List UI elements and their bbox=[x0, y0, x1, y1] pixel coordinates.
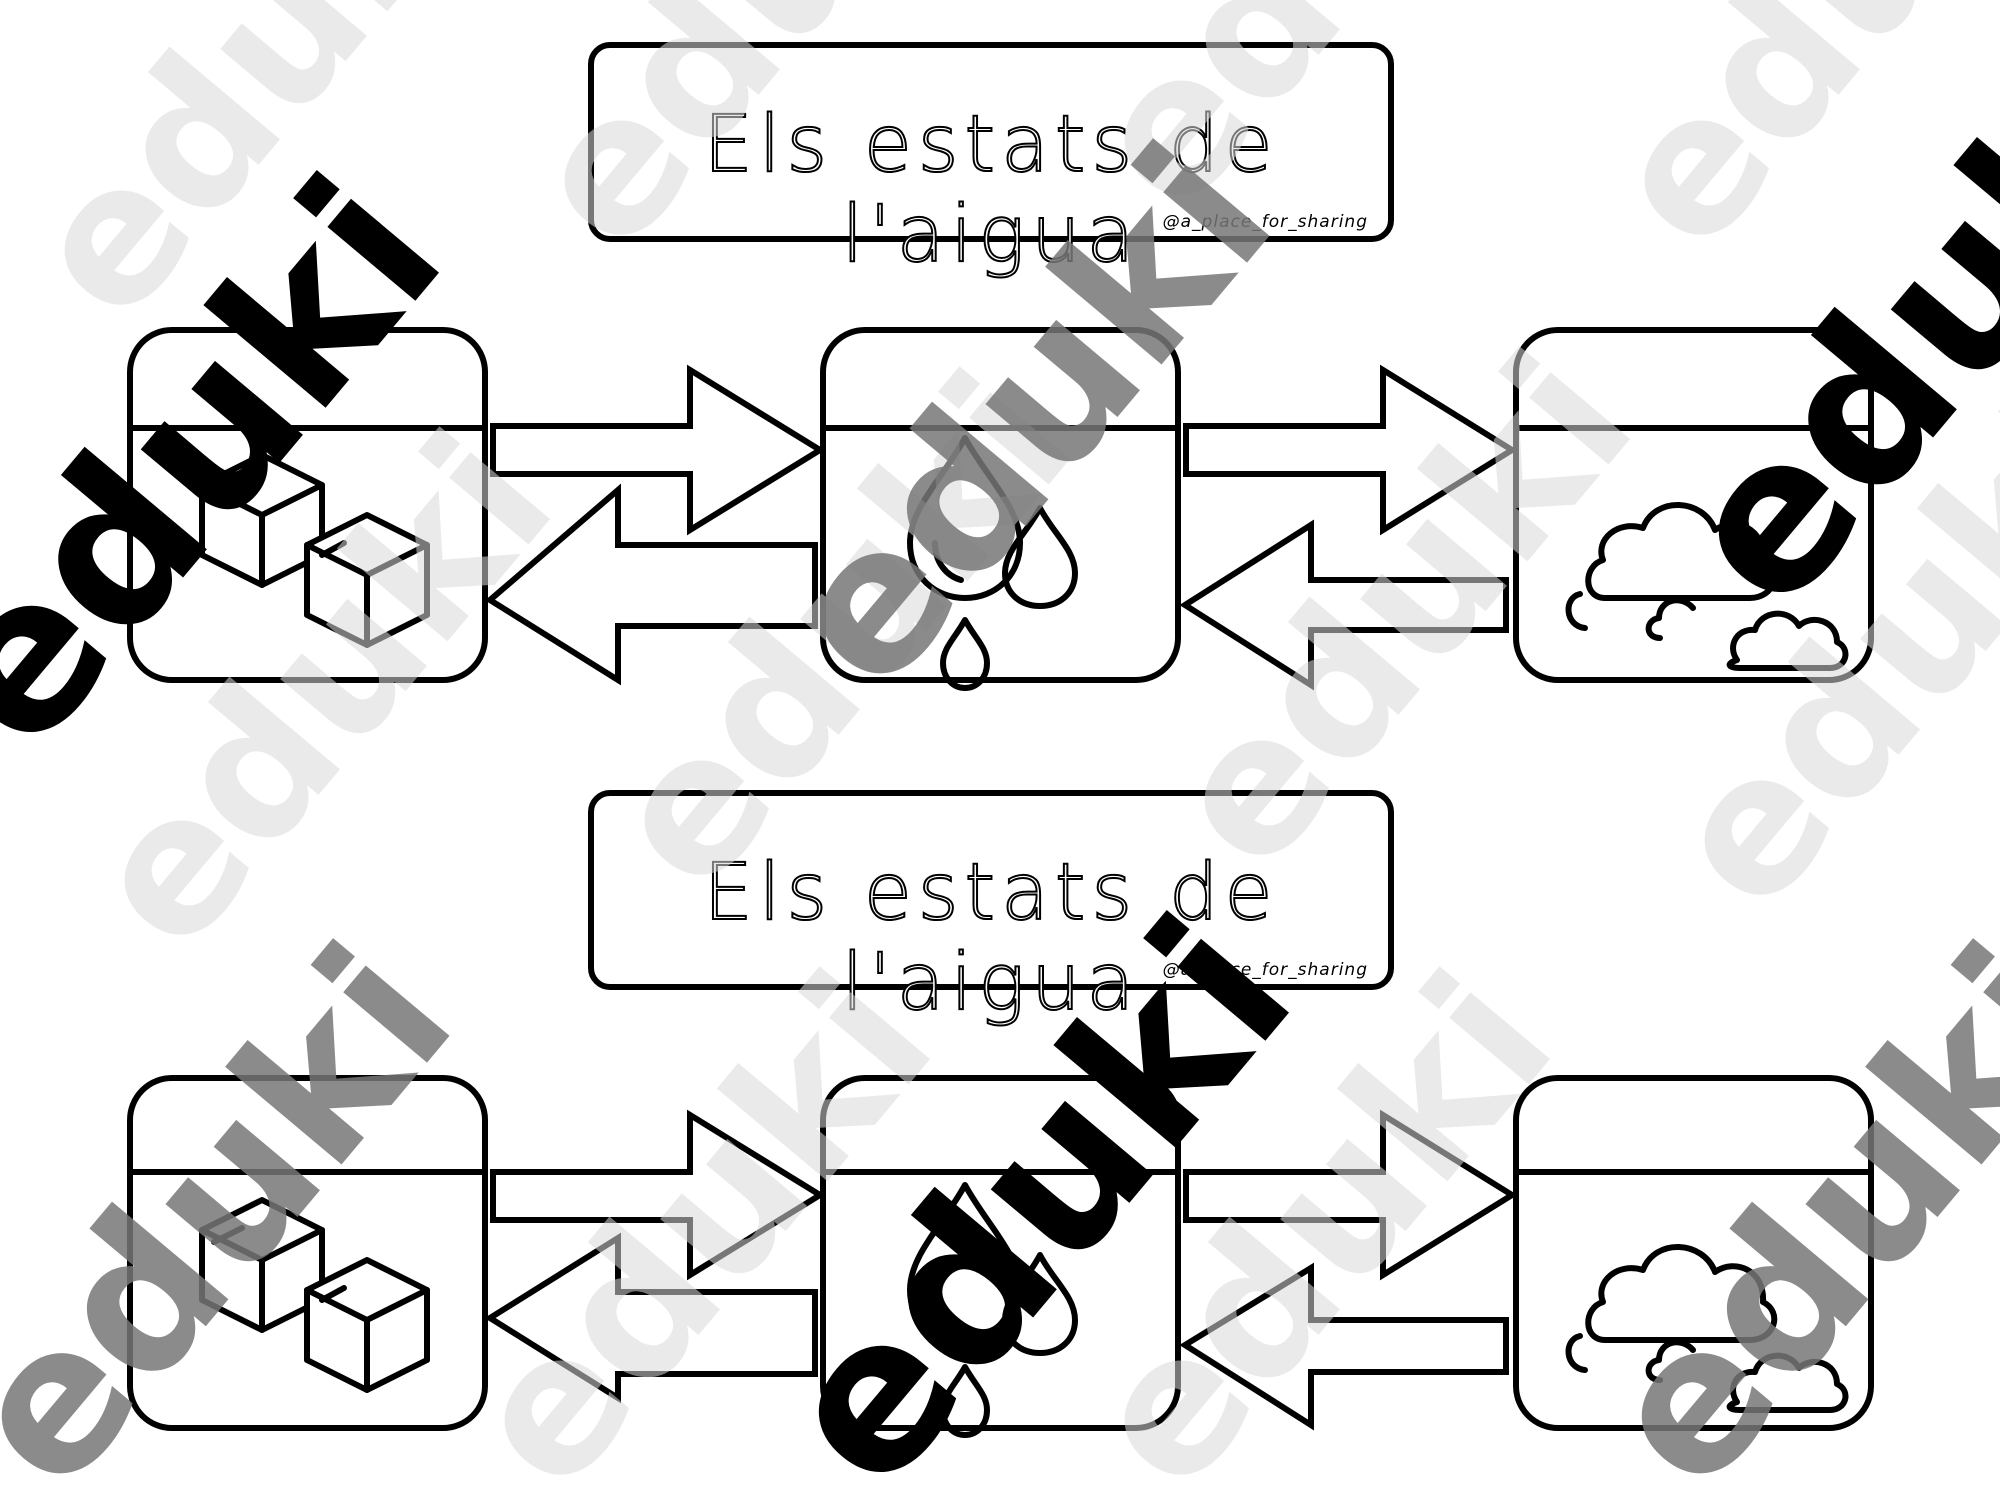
title-box-1: Els estats de l'aigua @a_place_for_shari… bbox=[588, 42, 1394, 281]
page-title-2: Els estats de l'aigua bbox=[703, 847, 1279, 1029]
watermark-text: eduki bbox=[485, 0, 1035, 289]
arrow-left-2b bbox=[1179, 1262, 1509, 1431]
arrow-right-1b bbox=[1183, 364, 1518, 536]
state-box-gas-1 bbox=[1513, 327, 1874, 683]
arrow-left-1a bbox=[484, 483, 818, 686]
state-box-solid-1 bbox=[127, 327, 488, 683]
credit-1: @a_place_for_sharing bbox=[1162, 212, 1368, 232]
arrow-right-2a bbox=[490, 1109, 826, 1281]
arrow-left-2a bbox=[484, 1232, 818, 1404]
arrow-right-2b bbox=[1183, 1109, 1518, 1281]
title-box-2: Els estats de l'aigua @a_place_for_shari… bbox=[588, 790, 1394, 1029]
credit-2: @a_place_for_sharing bbox=[1162, 960, 1368, 980]
state-box-liquid-1 bbox=[820, 327, 1181, 688]
state-box-solid-2 bbox=[127, 1075, 488, 1431]
page-title-1: Els estats de l'aigua bbox=[703, 99, 1279, 281]
state-box-liquid-2 bbox=[820, 1075, 1181, 1435]
state-box-gas-2 bbox=[1513, 1075, 1874, 1431]
arrow-right-1a bbox=[490, 364, 826, 536]
arrow-left-1b bbox=[1179, 519, 1509, 691]
